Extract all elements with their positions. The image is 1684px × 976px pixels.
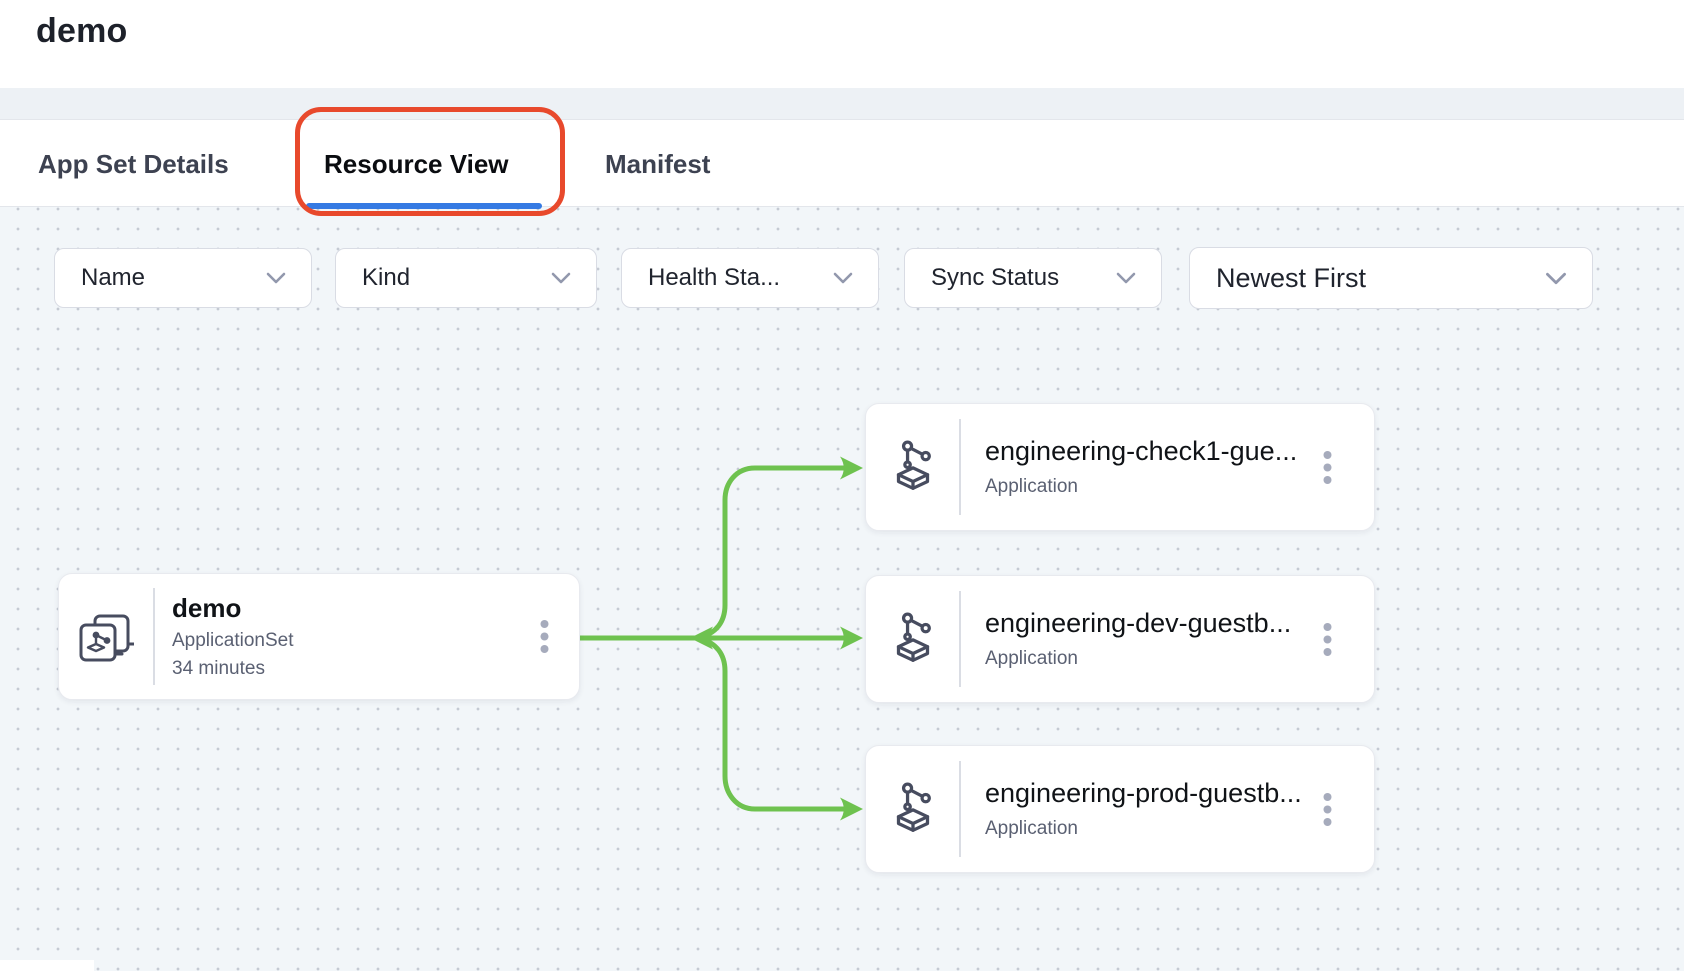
node-age: 34 minutes xyxy=(172,658,265,679)
application-icon xyxy=(896,440,931,490)
kebab-menu-icon xyxy=(540,620,548,653)
application-icon xyxy=(896,782,931,832)
filter-health-status-label: Health Sta... xyxy=(648,264,781,291)
application-set-icon xyxy=(79,614,134,661)
kebab-menu-icon xyxy=(1323,450,1331,484)
chevron-down-icon xyxy=(1116,272,1136,284)
filter-name-label: Name xyxy=(81,264,146,291)
filter-sort-order-dropdown[interactable]: Newest First xyxy=(1189,247,1593,309)
tab-manifest[interactable]: Manifest xyxy=(605,149,711,179)
node-icon-wrap xyxy=(866,576,959,702)
filter-health-status-dropdown[interactable]: Health Sta... xyxy=(621,248,879,308)
header-divider-band xyxy=(0,88,1684,119)
filter-sync-status-label: Sync Status xyxy=(931,264,1060,291)
node-name: engineering-check1-gue... xyxy=(985,436,1298,466)
filter-kind-dropdown[interactable]: Kind xyxy=(335,248,597,308)
scrollbar-corner xyxy=(0,960,94,976)
tab-resource-view[interactable]: Resource View xyxy=(324,149,509,179)
tab-bar: App Set Details Resource View Manifest xyxy=(0,119,1684,209)
node-application-check1[interactable]: engineering-check1-gue... Application xyxy=(865,403,1375,531)
chevron-down-icon xyxy=(833,272,853,284)
page-title: demo xyxy=(36,12,128,50)
kebab-menu-icon xyxy=(1323,622,1331,656)
kebab-menu-button[interactable] xyxy=(1314,617,1340,661)
filter-sort-order-label: Newest First xyxy=(1216,262,1367,293)
bottom-scrollbar-track[interactable] xyxy=(0,971,1684,976)
node-icon-wrap xyxy=(59,574,153,699)
node-divider xyxy=(153,588,155,685)
node-kind: Application xyxy=(985,648,1078,669)
node-name: engineering-dev-guestb... xyxy=(985,608,1292,638)
node-application-prod[interactable]: engineering-prod-guestb... Application xyxy=(865,745,1375,873)
node-kind: Application xyxy=(985,476,1078,497)
filter-name-dropdown[interactable]: Name xyxy=(54,248,312,308)
chevron-down-icon xyxy=(1546,272,1566,284)
kebab-menu-button[interactable] xyxy=(1314,445,1340,489)
node-divider xyxy=(959,591,961,687)
node-name: engineering-prod-guestb... xyxy=(985,778,1302,808)
kebab-menu-button[interactable] xyxy=(531,615,557,659)
node-icon-wrap xyxy=(866,746,959,872)
chevron-down-icon xyxy=(551,272,571,284)
node-divider xyxy=(959,761,961,857)
tab-app-set-details[interactable]: App Set Details xyxy=(38,149,229,179)
node-divider xyxy=(959,419,961,515)
node-application-dev[interactable]: engineering-dev-guestb... Application xyxy=(865,575,1375,703)
filter-kind-label: Kind xyxy=(362,264,411,291)
kebab-menu-icon xyxy=(1323,792,1331,826)
node-icon-wrap xyxy=(866,404,959,530)
filter-sync-status-dropdown[interactable]: Sync Status xyxy=(904,248,1162,308)
node-applicationset-demo[interactable]: demo ApplicationSet 34 minutes xyxy=(58,573,580,700)
application-icon xyxy=(896,612,931,662)
active-tab-underline xyxy=(306,203,542,209)
node-kind: ApplicationSet xyxy=(172,630,294,651)
chevron-down-icon xyxy=(266,272,286,284)
node-kind: Application xyxy=(985,818,1078,839)
node-name: demo xyxy=(172,593,242,623)
kebab-menu-button[interactable] xyxy=(1314,787,1340,831)
